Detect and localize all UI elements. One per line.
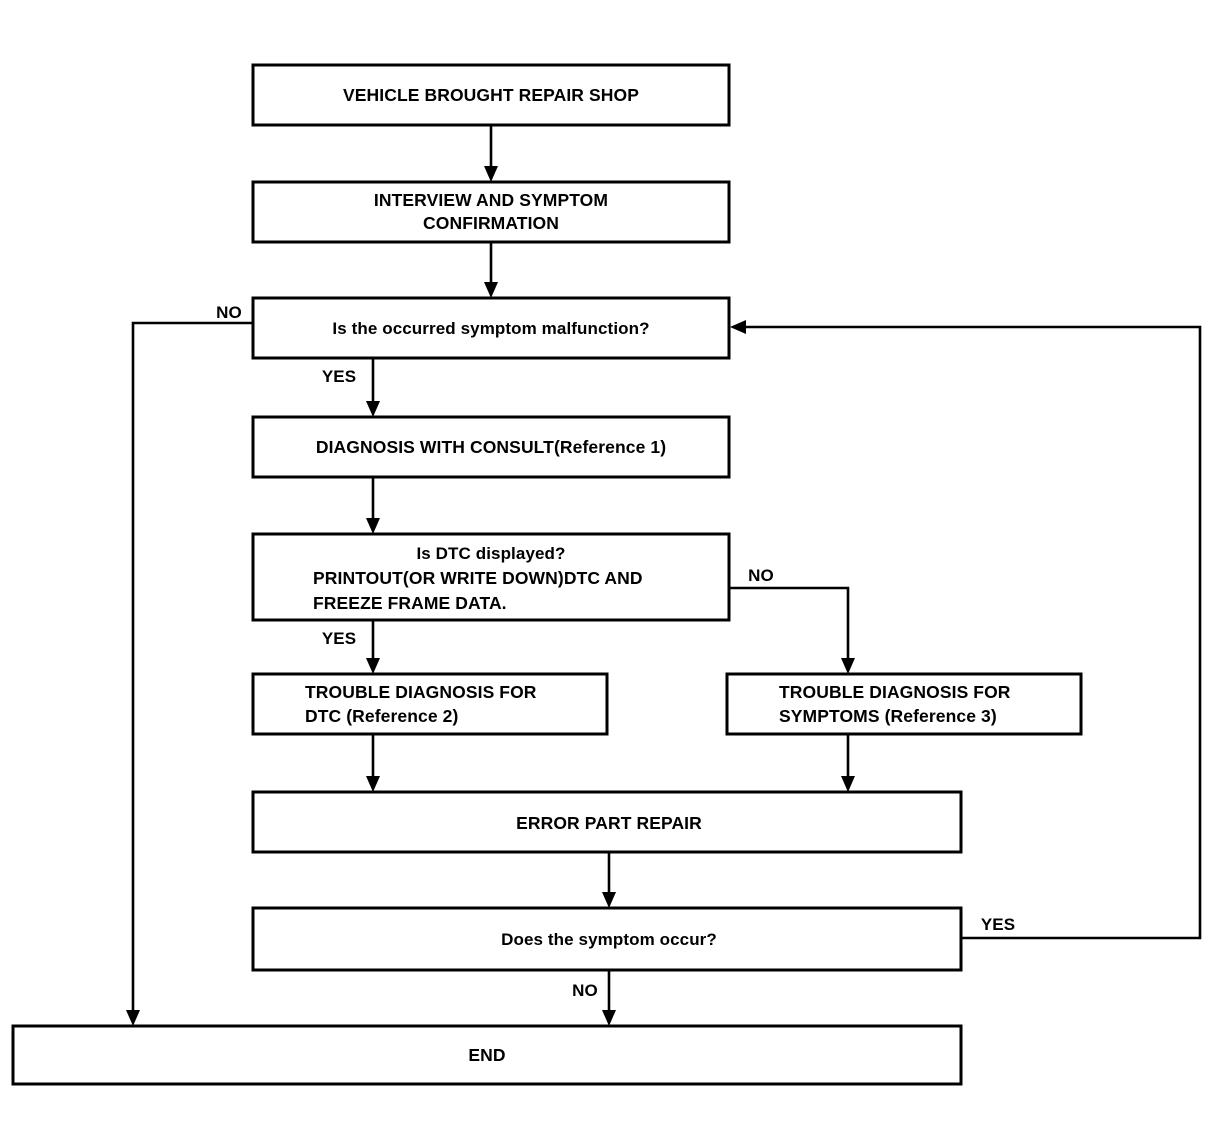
node-dtc-label-line2: PRINTOUT(OR WRITE DOWN)DTC AND — [313, 568, 643, 588]
node-diagnosis-consult-label: DIAGNOSIS WITH CONSULT(Reference 1) — [316, 437, 666, 457]
node-diagnosis-with-consult: DIAGNOSIS WITH CONSULT(Reference 1) — [251, 415, 731, 479]
node-trouble-diagnosis-symptoms: TROUBLE DIAGNOSIS FOR SYMPTOMS (Referenc… — [725, 672, 1083, 736]
edge-malfunction-yes-to-diagnosis — [366, 358, 380, 417]
node-interview-symptom-confirmation: INTERVIEW AND SYMPTOM CONFIRMATION — [251, 180, 731, 244]
node-trouble-diagnosis-dtc: TROUBLE DIAGNOSIS FOR DTC (Reference 2) — [251, 672, 609, 736]
edge-diagnosis-to-dtc — [366, 477, 380, 534]
node-end-label: END — [468, 1045, 505, 1065]
edge-dtc-no-to-trouble-symptoms — [729, 586, 855, 674]
edge-interview-to-malfunction — [484, 242, 498, 298]
node-dtc-label-line3: FREEZE FRAME DATA. — [313, 593, 507, 613]
node-symptom-malfunction-label: Is the occurred symptom malfunction? — [332, 319, 649, 338]
node-interview-label-line1: INTERVIEW AND SYMPTOM — [374, 190, 608, 210]
edge-trouble-symptoms-to-error-repair — [841, 734, 855, 792]
edge-occur-yes-to-malfunction — [730, 320, 1202, 940]
edge-label-occur-no: NO — [572, 981, 598, 1000]
edge-trouble-dtc-to-error-repair — [366, 734, 380, 792]
node-trouble-dtc-label-line2: DTC (Reference 2) — [305, 706, 458, 726]
edge-error-repair-to-symptom-occur — [602, 852, 616, 908]
node-interview-label-line2: CONFIRMATION — [423, 213, 559, 233]
node-symptom-occur-decision: Does the symptom occur? — [251, 906, 963, 972]
edge-label-occur-yes: YES — [981, 915, 1015, 934]
node-trouble-symptoms-label-line1: TROUBLE DIAGNOSIS FOR — [779, 682, 1011, 702]
edge-occur-no-to-end — [602, 970, 616, 1026]
node-error-part-repair: ERROR PART REPAIR — [251, 790, 963, 854]
node-error-part-repair-label: ERROR PART REPAIR — [516, 813, 702, 833]
edge-label-malfunction-no: NO — [216, 303, 242, 322]
node-trouble-dtc-label-line1: TROUBLE DIAGNOSIS FOR — [305, 682, 537, 702]
node-vehicle-brought-repair-shop: VEHICLE BROUGHT REPAIR SHOP — [251, 63, 731, 127]
node-vehicle-brought-label: VEHICLE BROUGHT REPAIR SHOP — [343, 85, 639, 105]
edge-vehicle-to-interview — [484, 125, 498, 182]
edge-label-dtc-no: NO — [748, 566, 774, 585]
node-dtc-displayed-decision: Is DTC displayed? PRINTOUT(OR WRITE DOWN… — [251, 532, 731, 622]
node-dtc-label-line1: Is DTC displayed? — [416, 544, 565, 563]
node-symptom-occur-label: Does the symptom occur? — [501, 930, 717, 949]
node-end: END — [11, 1024, 963, 1086]
node-trouble-symptoms-label-line2: SYMPTOMS (Reference 3) — [779, 706, 997, 726]
edge-label-dtc-yes: YES — [322, 629, 356, 648]
edge-dtc-yes-to-trouble-dtc — [366, 620, 380, 674]
edge-label-malfunction-yes: YES — [322, 367, 356, 386]
edge-malfunction-no-to-end — [126, 321, 253, 1026]
node-symptom-malfunction-decision: Is the occurred symptom malfunction? — [251, 296, 731, 360]
